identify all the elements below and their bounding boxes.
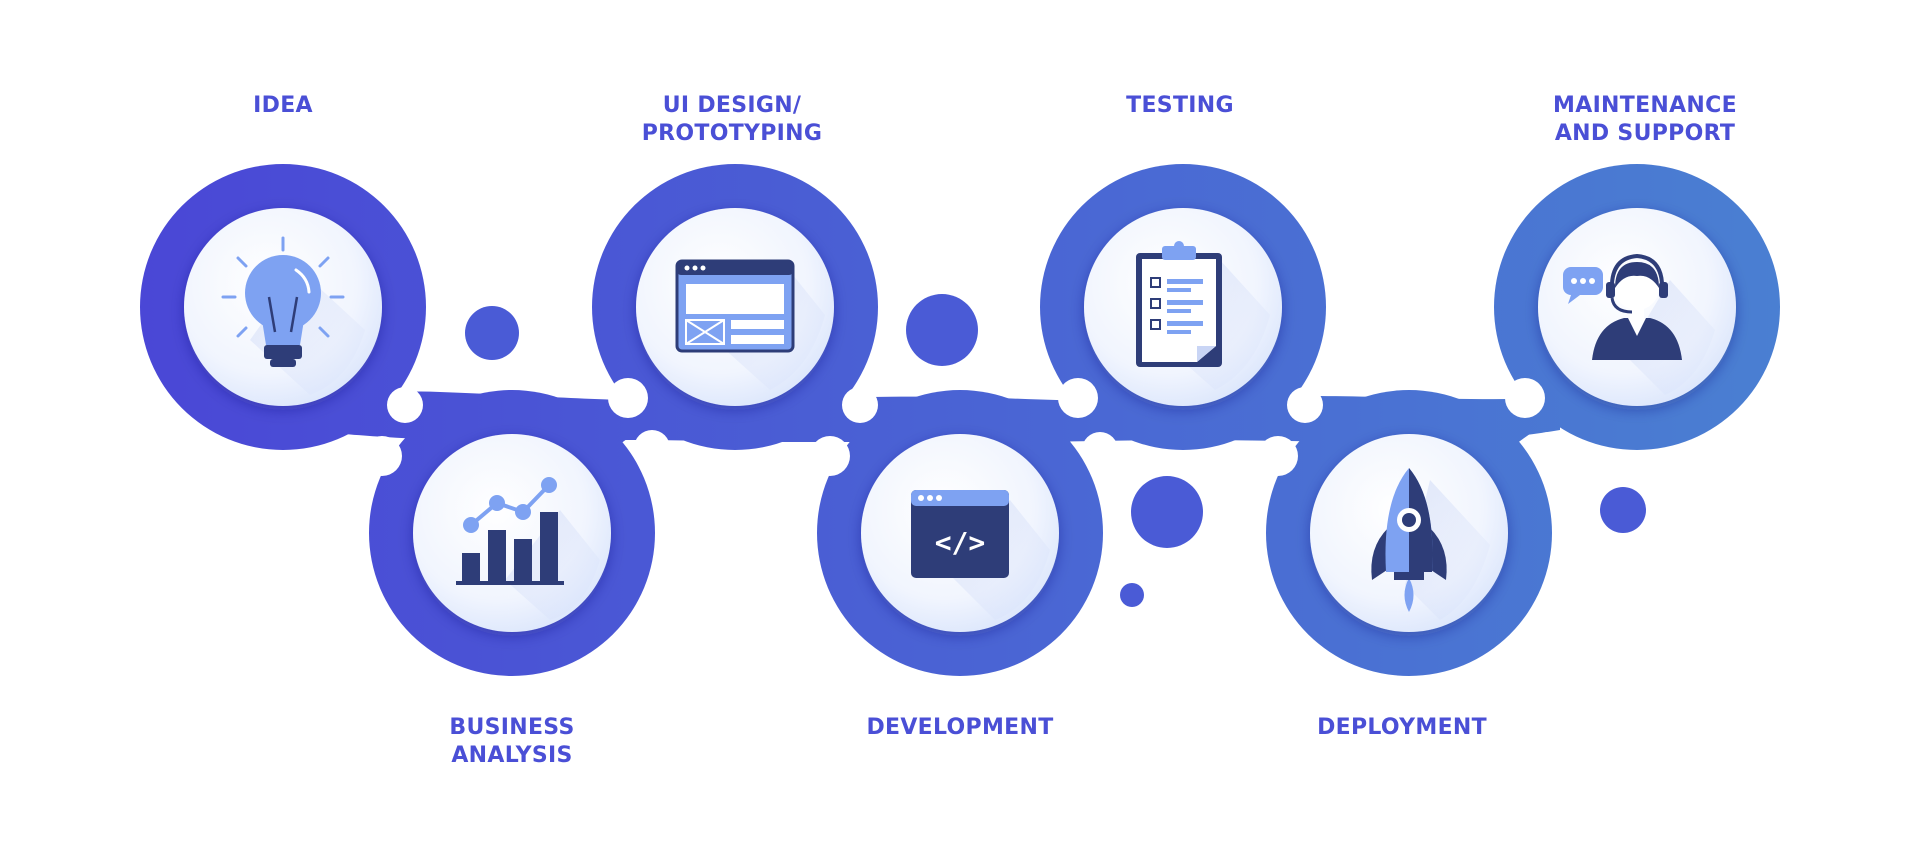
step-label-line: ANALYSIS (451, 743, 573, 768)
step-label-line: PROTOTYPING (641, 121, 823, 146)
step-label-line: DEPLOYMENT (1317, 715, 1487, 740)
bar-chart-icon (456, 477, 564, 585)
lightbulb-icon (221, 236, 345, 367)
step-label-line: TESTING (1126, 93, 1234, 118)
notch (810, 436, 850, 476)
support-agent-icon (1563, 253, 1682, 360)
disc-business-analysis (413, 434, 611, 632)
chain-neck (1048, 392, 1122, 448)
notch (1058, 378, 1098, 418)
notch (362, 436, 402, 476)
step-label-line: MAINTENANCE (1553, 93, 1737, 118)
step-label-development: DEVELOPMENT (800, 714, 1120, 742)
rocket-icon (1371, 468, 1447, 612)
step-label-line: AND SUPPORT (1554, 121, 1736, 146)
step-label-deployment: DEPLOYMENT (1242, 714, 1562, 742)
clipboard-checklist-icon (1136, 241, 1222, 367)
notch (1505, 378, 1545, 418)
code-window-icon: </> (911, 490, 1009, 578)
step-label-business-analysis: BUSINESS ANALYSIS (352, 714, 672, 770)
chain-neck (600, 392, 675, 448)
notch (1287, 387, 1323, 423)
dot (1600, 487, 1646, 533)
dot (906, 294, 978, 366)
dot (1131, 476, 1203, 548)
step-label-maintenance: MAINTENANCE AND SUPPORT (1485, 92, 1805, 148)
notch (1082, 432, 1118, 468)
notch (608, 378, 648, 418)
step-label-line: DEVELOPMENT (866, 715, 1054, 740)
notch (1258, 436, 1298, 476)
notch (634, 430, 670, 466)
notch (1530, 432, 1566, 468)
notch (387, 387, 423, 423)
step-label-line: IDEA (253, 93, 313, 118)
step-label-line: UI DESIGN/ (662, 93, 802, 118)
decorative-dots (465, 294, 1646, 607)
step-label-line: BUSINESS (449, 715, 575, 740)
chain-neck (1497, 392, 1571, 448)
dot (465, 306, 519, 360)
svg-text:</>: </> (935, 526, 986, 559)
step-label-idea: IDEA (123, 92, 443, 120)
notch (842, 387, 878, 423)
step-label-testing: TESTING (1020, 92, 1340, 120)
dot (1120, 583, 1144, 607)
step-label-ui-design: UI DESIGN/ PROTOTYPING (572, 92, 892, 148)
chain-notches (362, 378, 1566, 476)
wireframe-icon (675, 259, 795, 353)
